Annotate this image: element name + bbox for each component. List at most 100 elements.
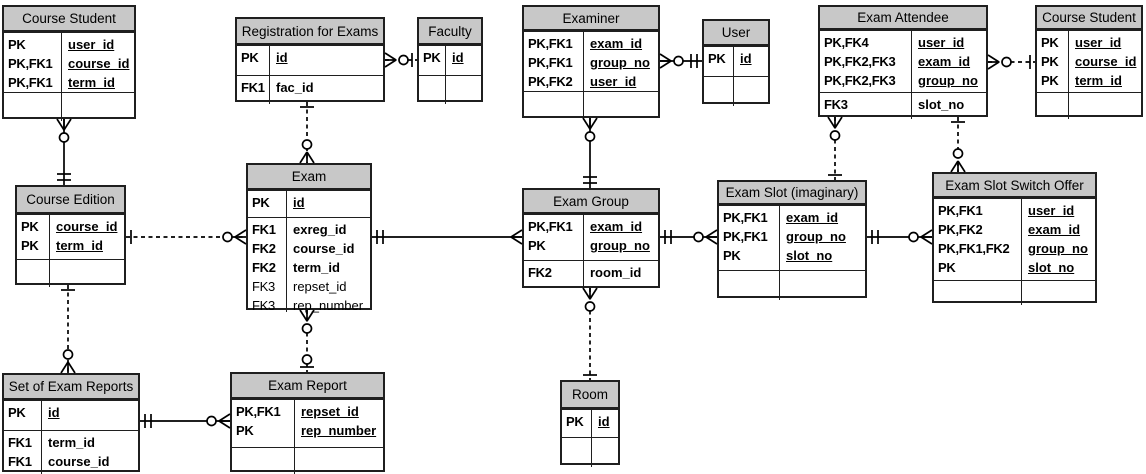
attr-name: room_id [590,265,642,280]
name-column: id [270,46,383,75]
key-column: PK [248,191,287,217]
attr-key: PK,FK4 [824,35,869,50]
name-column: id [42,401,138,430]
attr-name: exam_id [590,36,643,51]
connector-exam-to-exam-group [372,229,523,245]
attr-name: rep_number [293,298,364,313]
key-column: FK1 [237,76,270,104]
attr-name: exreg_id [293,222,347,237]
key-column [719,271,780,300]
attr-key: PK [8,37,26,52]
attribute-section: PK id [237,45,383,75]
key-column [4,93,62,121]
attribute-section [419,75,481,104]
attr-key: FK3 [824,97,848,112]
connector-course-edition-to-exam [126,229,247,245]
entity-title: Registration for Exams [237,19,383,45]
entity-title: Exam [248,165,370,190]
attr-key: FK3 [252,298,275,313]
attribute-section [704,76,768,106]
attr-key: PK,FK1 [723,229,768,244]
attr-key: PK [1041,54,1059,69]
attr-name: id [276,50,288,65]
attr-key: PK,FK2 [528,74,573,89]
attr-key: PK [21,219,39,234]
attr-name: user_id [68,37,115,52]
entity-title: Course Student [4,7,134,32]
attr-key: PK [241,50,259,65]
connector-examiner-to-exam-group [582,117,598,188]
key-column [419,76,446,104]
attr-key: PK,FK2 [938,222,983,237]
attr-name: course_id [68,56,130,71]
attr-name: term_id [68,75,115,90]
connector-exam-to-exam-report [299,309,315,372]
attr-name: slot_no [1028,260,1075,275]
connector-exam-group-to-room [582,287,598,380]
attr-name: rep_number [301,423,377,438]
attr-key: PK,FK2,FK3 [824,73,896,88]
name-column: fac_id [270,76,383,104]
attr-name: user_id [590,74,637,89]
connector-course-edition-to-set-of-exam-reports [60,285,76,374]
attr-name: term_id [1075,73,1122,88]
entity-title: Examiner [524,7,658,31]
attr-name: id [48,405,60,420]
attr-key: PK [8,405,26,420]
name-column [62,93,134,121]
connector-set-of-exam-reports-to-exam-report [140,413,231,429]
attr-name: exam_id [590,219,643,234]
connector-registration-to-faculty [384,52,417,68]
key-column [704,77,734,106]
attr-name: user_id [1028,203,1075,218]
name-column: id [734,47,768,76]
name-column: id [592,410,618,437]
attr-key: FK2 [252,241,276,256]
key-column [934,281,1022,305]
attr-key: FK1 [8,454,32,469]
connector-exam-attendee-to-exam-slot-switch-offer [950,117,966,173]
entity-title: Exam Slot Switch Offer [934,174,1095,198]
attr-name: id [740,51,752,66]
attr-key: FK2 [252,260,276,275]
attr-key: PK [938,260,956,275]
name-column: user_id course_id term_id [62,33,134,92]
attr-name: repset_id [293,279,347,294]
attr-name: group_no [590,55,650,70]
attr-key: PK [1041,73,1059,88]
key-column [524,92,584,120]
attribute-section [934,280,1095,305]
attr-key: PK [528,238,546,253]
connector-course-student-to-course-edition [56,118,72,185]
connector-exam-group-to-exam-slot [660,229,718,245]
